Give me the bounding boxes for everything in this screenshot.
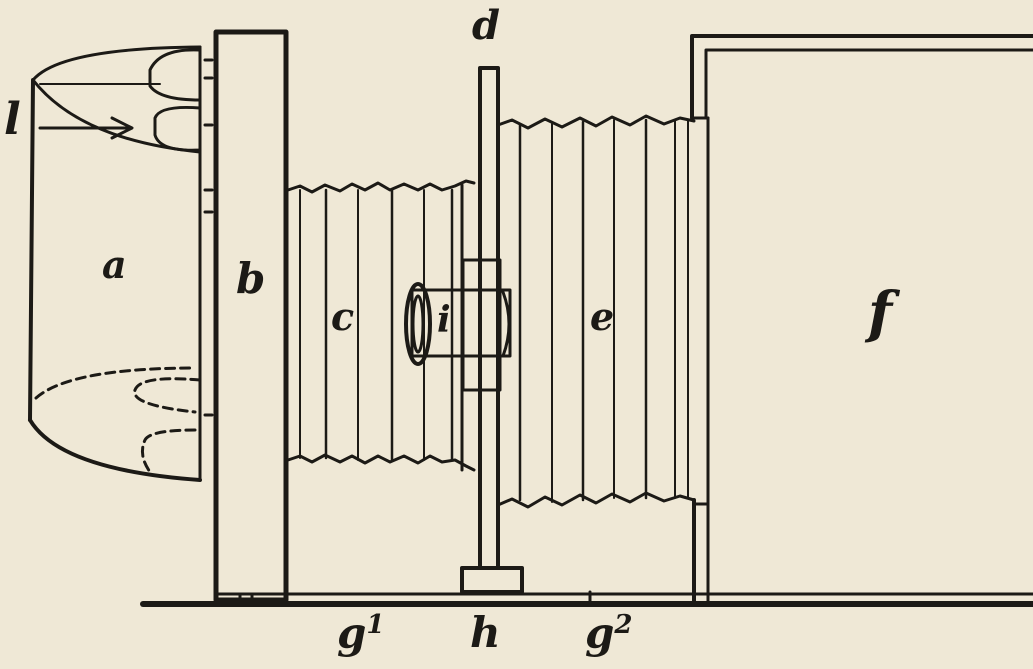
label-g1-sup: 1: [366, 610, 385, 640]
label-c: c: [331, 294, 355, 339]
cylinder-a: [28, 45, 214, 482]
label-g2-sup: 2: [614, 610, 633, 640]
bellows-e: [496, 114, 696, 509]
label-e: e: [590, 294, 615, 339]
label-h: h: [470, 608, 501, 657]
label-d: d: [472, 2, 500, 49]
label-f: f: [868, 280, 893, 346]
label-g2-base: g: [585, 608, 615, 658]
label-g1: g1: [337, 612, 385, 654]
front-standard-b: [213, 29, 289, 603]
middle-standard-d: [460, 66, 524, 594]
camera-body-f: [690, 34, 1033, 606]
label-i: i: [437, 299, 451, 341]
label-g1-base: g: [337, 608, 367, 658]
lens-tube-i: [404, 258, 512, 392]
label-l: l: [4, 94, 21, 145]
label-a: a: [102, 242, 127, 287]
label-b: b: [236, 254, 266, 303]
label-g2: g2: [585, 612, 633, 654]
